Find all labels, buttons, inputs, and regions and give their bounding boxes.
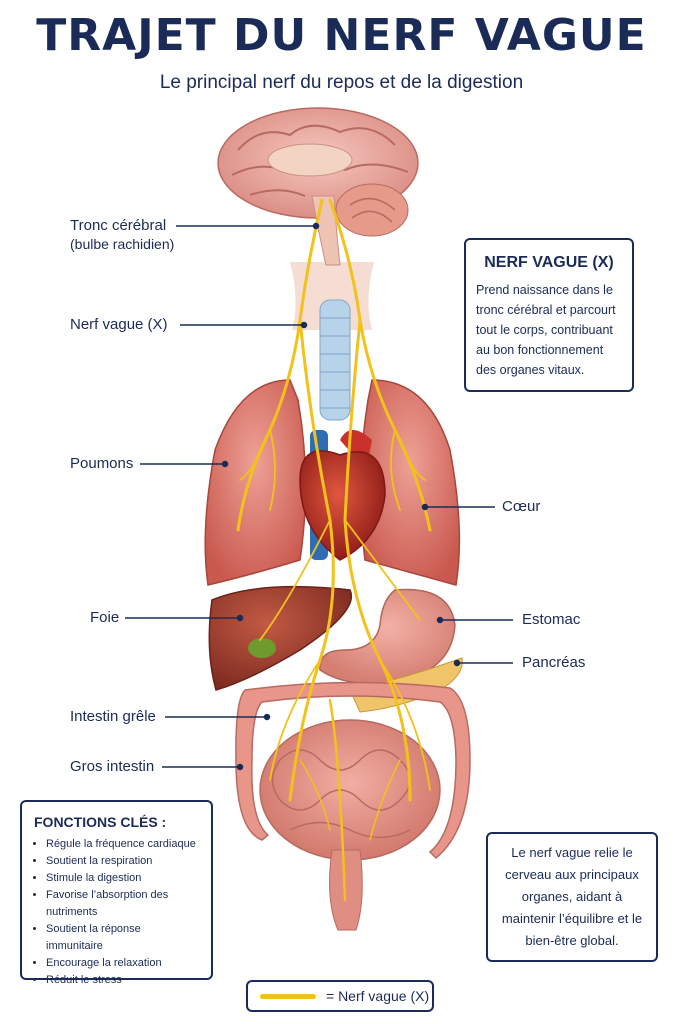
- functions-box: FONCTIONS CLÉS : Régule la fréquence car…: [20, 800, 213, 986]
- label-pancreas: Pancréas: [522, 654, 586, 671]
- summary-box: Le nerf vague relie le cerveau aux princ…: [486, 832, 658, 962]
- list-item: Réduit le stress: [46, 972, 199, 989]
- vagus-nerve: [236, 198, 432, 902]
- functions-heading: FONCTIONS CLÉS :: [34, 814, 167, 830]
- large-intestine: [235, 681, 471, 860]
- page-subtitle: Le principal nerf du repos et de la dige…: [159, 72, 524, 93]
- list-item: Soutient la respiration: [46, 853, 199, 870]
- gallbladder: [248, 638, 276, 658]
- list-item: Soutient la réponse immunitaire: [46, 921, 199, 955]
- nerve-swatch: [260, 993, 316, 999]
- info-box-text: Prend naissance dans le tronc cérébral e…: [476, 283, 616, 377]
- list-item: Favorise l’absorption des nutriments: [46, 887, 199, 921]
- rectum: [329, 849, 363, 931]
- leader-lines: [125, 222, 513, 771]
- label-tronc-cerebral: Tronc cérébral (bulbe rachidien): [70, 217, 174, 253]
- label-nerf-vague: Nerf vague (X): [70, 316, 168, 333]
- label-gros-intestin: Gros intestin: [70, 758, 155, 775]
- small-intestine: [259, 719, 441, 861]
- label-poumons: Poumons: [70, 455, 134, 472]
- legend-label: = Nerf vague (X): [326, 988, 430, 1004]
- info-box-heading: NERF VAGUE (X): [484, 254, 614, 271]
- label-estomac: Estomac: [522, 611, 581, 628]
- trachea: [319, 299, 351, 421]
- label-tronc-sub: (bulbe rachidien): [70, 236, 175, 252]
- list-item: Stimule la digestion: [46, 870, 199, 887]
- info-box: NERF VAGUE (X) Prend naissance dans le t…: [464, 238, 634, 392]
- list-item: Régule la fréquence cardiaque: [46, 836, 199, 853]
- page-title: TRAJET DU NERF VAGUE: [36, 10, 647, 61]
- label-coeur: Cœur: [502, 498, 541, 515]
- legend: = Nerf vague (X): [246, 980, 434, 1012]
- label-tronc-text: Tronc cérébral: [70, 217, 167, 234]
- liver: [208, 585, 353, 691]
- list-item: Encourage la relaxation: [46, 955, 199, 972]
- brain: [217, 107, 419, 237]
- left-lung: [204, 379, 307, 586]
- label-foie: Foie: [90, 609, 120, 626]
- label-intestin-grele: Intestin grêle: [70, 708, 156, 725]
- cerebellum: [335, 183, 409, 237]
- functions-list: Régule la fréquence cardiaque Soutient l…: [34, 836, 199, 989]
- stomach: [319, 588, 456, 685]
- summary-text: Le nerf vague relie le cerveau aux princ…: [501, 845, 643, 948]
